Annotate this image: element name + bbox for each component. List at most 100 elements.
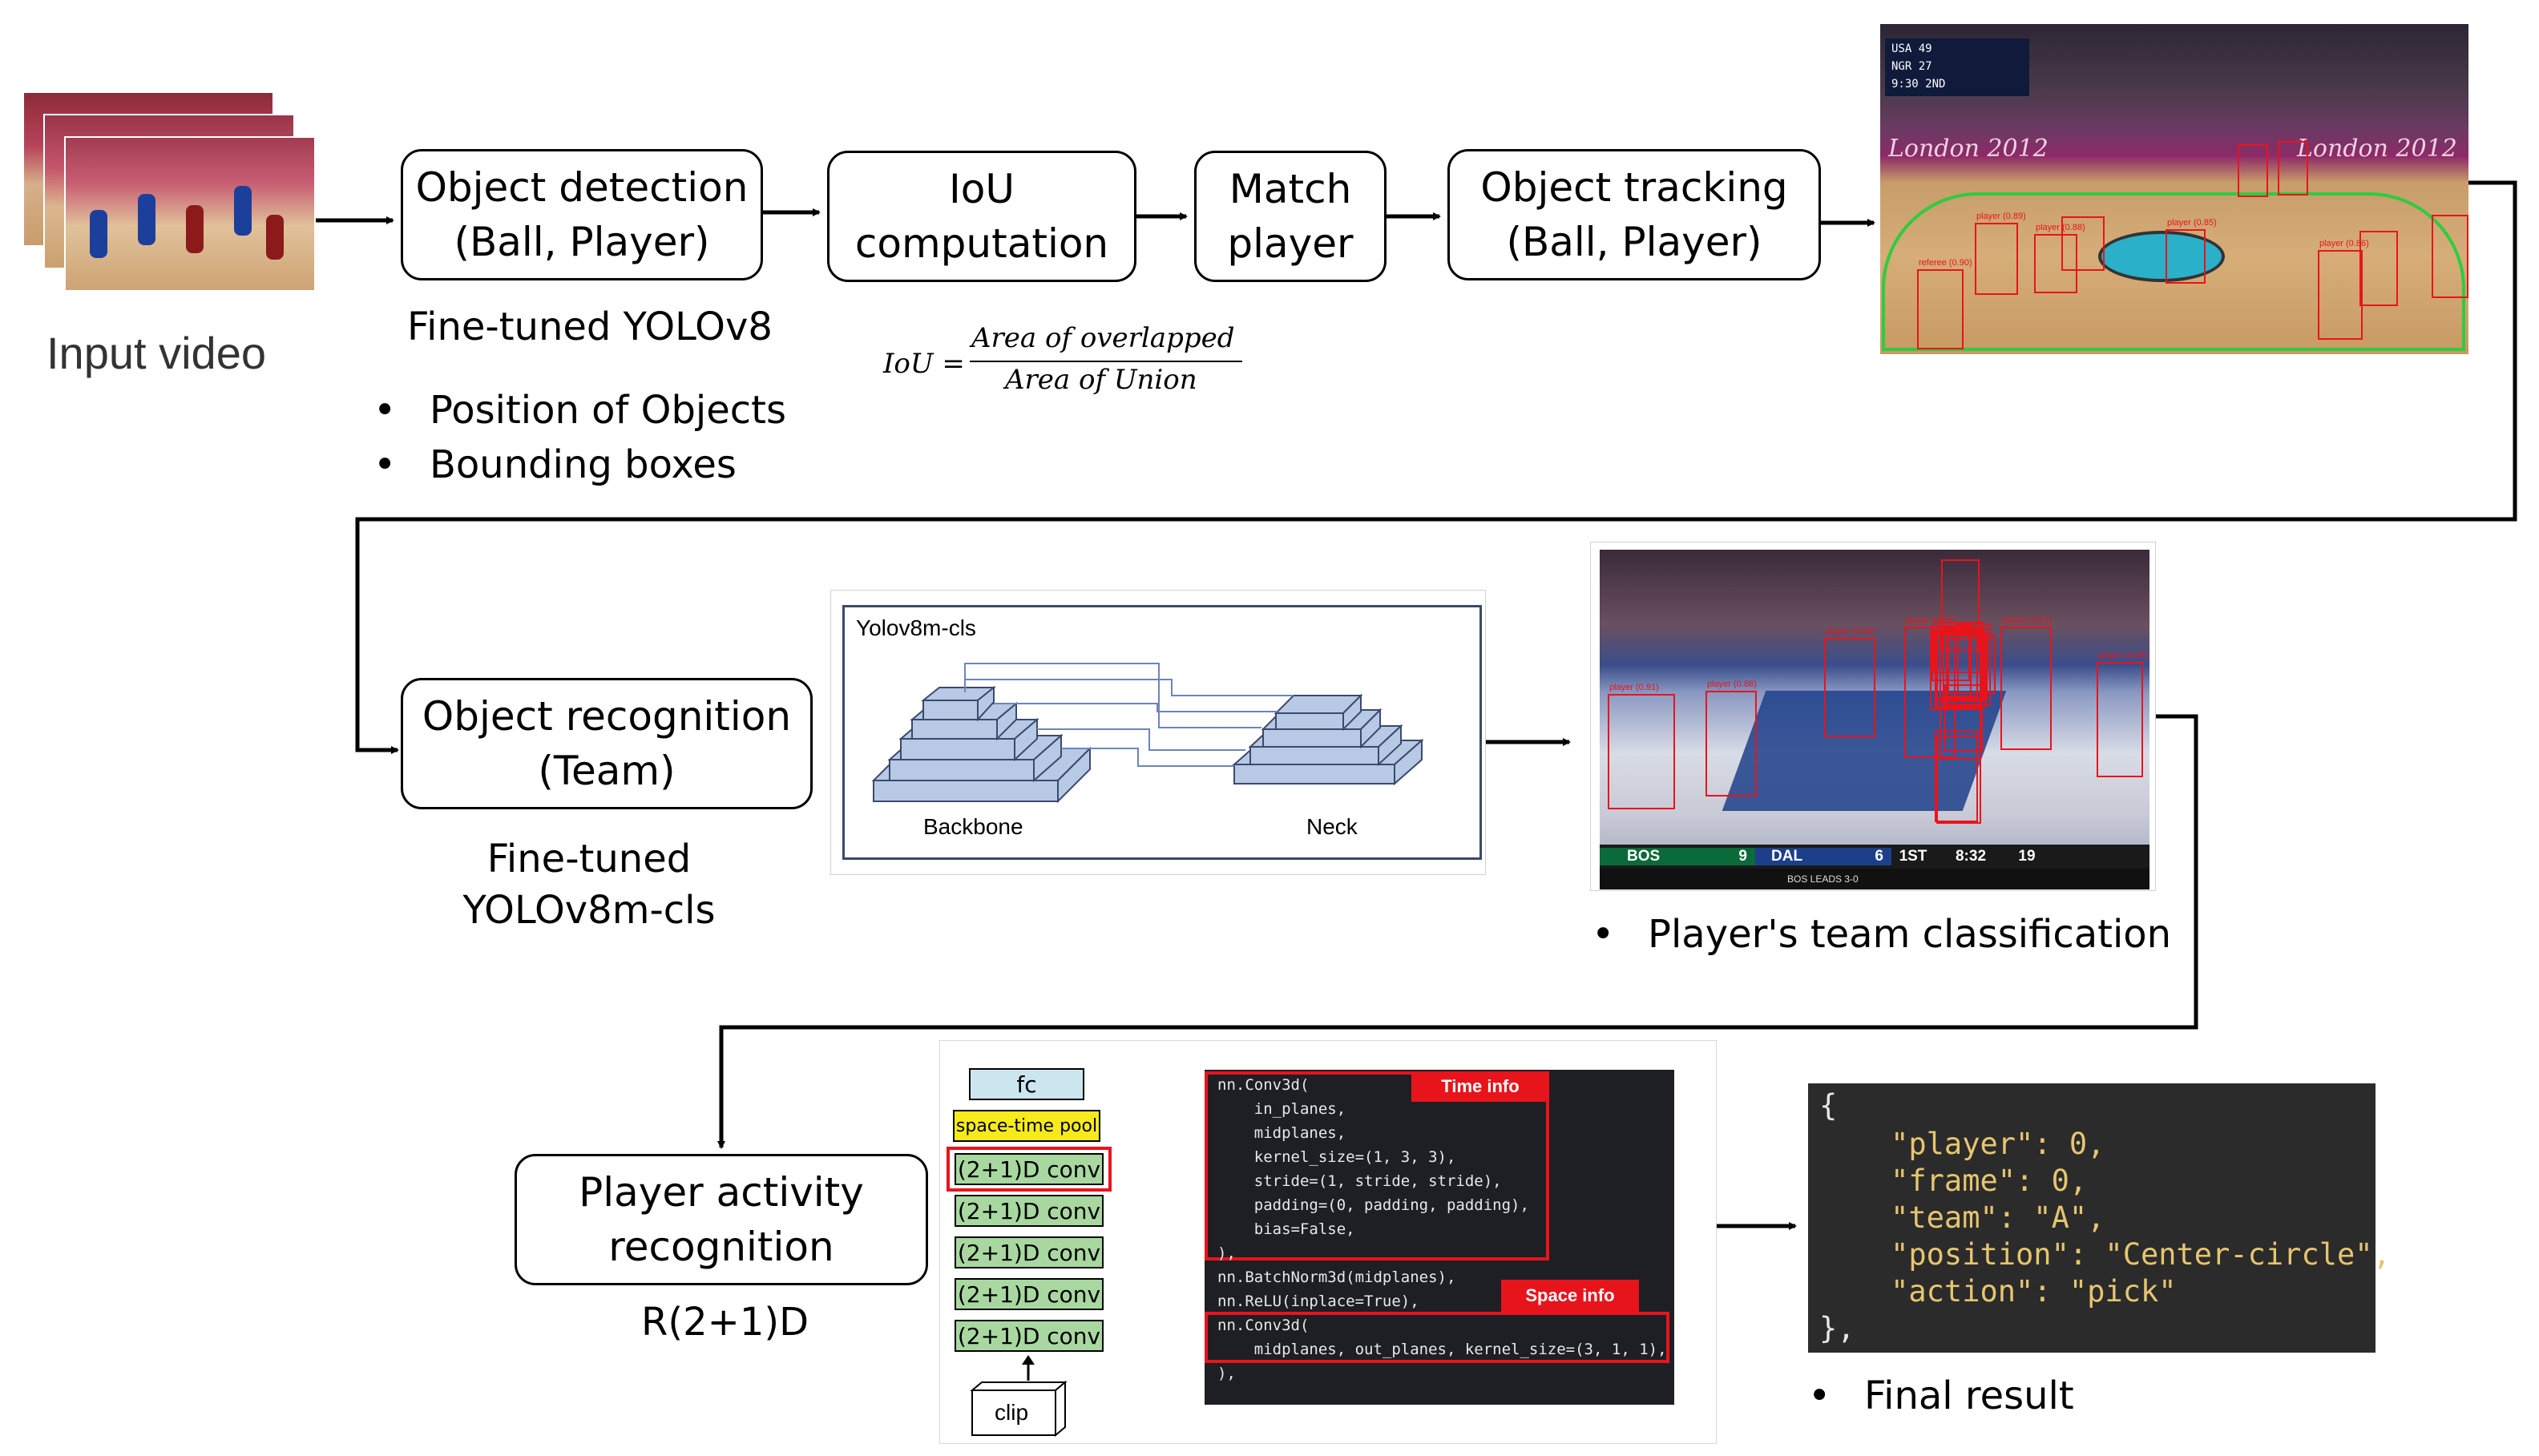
yolo-neck-label: Neck <box>1306 814 1358 839</box>
code-line-7: bias=False, <box>1217 1220 1355 1238</box>
json-line-6: "action": "pick" <box>1819 1274 2177 1309</box>
det-box-4 <box>2061 216 2105 271</box>
yolo-diagram-frame: Yolov8m-cls Backbo <box>842 605 1482 860</box>
code-line-6: padding=(0, padding, padding), <box>1217 1196 1529 1214</box>
scoreboard-overlay: USA 49 NGR 27 9:30 2ND <box>1885 38 2029 96</box>
team-det-label-3: player (0.86) <box>1826 627 1875 636</box>
team-det-1: player (0.91) <box>1608 683 1675 809</box>
team-score-dal-pts: 6 <box>1835 848 1891 865</box>
scoreboard-line-1: USA 49 <box>1891 42 1932 55</box>
input-video-frames <box>22 91 316 292</box>
arena-banner-2: London 2012 <box>2297 135 2457 163</box>
team-det-2: player (0.88) <box>1705 680 1757 797</box>
r21d-fc-block: fc <box>969 1068 1084 1100</box>
scoreboard-line-3: 9:30 2ND <box>1891 78 1946 91</box>
tracking-result-frame: USA 49 NGR 27 9:30 2ND London 2012 Londo… <box>1880 24 2468 354</box>
team-score-shot: 19 <box>2018 848 2036 865</box>
team-score-clock: 8:32 <box>1955 848 1987 865</box>
json-line-1: { <box>1819 1088 1838 1123</box>
team-bullet-text: Player's team classification <box>1648 912 2172 957</box>
code-line-4: kernel_size=(1, 3, 3), <box>1217 1148 1456 1166</box>
team-det-25: player (0.85) <box>2097 651 2148 777</box>
team-score-period: 1ST <box>1899 848 1927 865</box>
scoreboard-line-2: NGR 27 <box>1891 60 1932 73</box>
det-label-1: referee (0.90) <box>1919 258 1972 268</box>
backbone-stack <box>871 685 1092 804</box>
code-snippet: Time info Space info nn.Conv3d( in_plane… <box>1205 1070 1674 1405</box>
time-info-tag: Time info <box>1411 1071 1549 1102</box>
object-recognition-box[interactable]: Object recognition (Team) <box>401 678 813 809</box>
center-circle-logo <box>2098 231 2225 282</box>
detection-bullet-2-text: Bounding boxes <box>430 442 737 487</box>
iou-formula-bar <box>970 361 1242 362</box>
arena-banner: London 2012 <box>1888 135 2049 163</box>
time-info-box <box>1205 1071 1549 1260</box>
team-det-label-5: player (0.87) <box>2002 615 2052 625</box>
yolo-diagram-outer: Yolov8m-cls Backbo <box>830 590 1486 875</box>
final-result-bullet: •Final result <box>1808 1373 2074 1418</box>
skip-connections <box>964 663 1294 767</box>
yolo-backbone-label: Backbone <box>923 814 1023 839</box>
r21d-conv-5[interactable]: (2+1)D conv <box>955 1320 1104 1352</box>
activity-caption: R(2+1)D <box>641 1300 809 1345</box>
input-video-label: Input video <box>46 328 266 378</box>
team-det-5 <box>1936 736 1981 824</box>
det-box-8 <box>2238 144 2268 197</box>
r21d-conv-3[interactable]: (2+1)D conv <box>955 1236 1104 1268</box>
r21d-clip-svg <box>970 1355 1068 1438</box>
team-det-15: player (0.87) <box>2000 615 2052 750</box>
code-line-1: nn.Conv3d( <box>1217 1076 1310 1094</box>
final-result-json: { "player": 0, "frame": 0, "team": "A", … <box>1808 1083 2391 1353</box>
player-activity-box[interactable]: Player activity recognition <box>515 1154 928 1285</box>
team-det-8 <box>1944 684 1983 752</box>
neck-stack <box>1232 693 1424 786</box>
object-detection-box[interactable]: Object detection (Ball, Player) <box>401 149 763 280</box>
team-det-label-6: player (0.85) <box>2098 651 2148 660</box>
det-label-6: player (0.86) <box>2319 239 2369 248</box>
r21d-clip-label: clip <box>995 1400 1029 1425</box>
r21d-conv-1[interactable]: (2+1)D conv <box>955 1153 1104 1185</box>
det-box-7 <box>2359 231 2398 306</box>
team-scoreboard: BOS 9 DAL 6 1ST 8:32 19 <box>1600 845 2149 869</box>
team-ticker-text: BOS LEADS 3-0 <box>1787 873 1859 885</box>
code-line-13: ), <box>1217 1365 1236 1382</box>
iou-formula: IoU = Area of overlapped Area of Union <box>883 322 1252 402</box>
det-box-10 <box>2432 215 2468 298</box>
r21d-conv-2[interactable]: (2+1)D conv <box>955 1195 1104 1227</box>
space-info-tag: Space info <box>1501 1280 1639 1312</box>
team-classification-frame: player (0.91) player (0.88) player (0.86… <box>1600 550 2149 889</box>
r21d-pool-block: space-time pool <box>953 1110 1100 1142</box>
json-line-7: }, <box>1819 1311 1855 1345</box>
team-det-17 <box>1933 622 1984 673</box>
detection-bullet-1-text: Position of Objects <box>430 388 787 433</box>
code-line-10: nn.ReLU(inplace=True), <box>1217 1293 1419 1310</box>
iou-formula-lhs: IoU = <box>883 348 965 380</box>
team-ticker: BOS LEADS 3-0 <box>1600 869 2149 889</box>
json-line-3: "frame": 0, <box>1819 1164 2088 1198</box>
team-det-24 <box>1936 633 1986 708</box>
det-box-2: player (0.89) <box>1975 212 2026 295</box>
json-line-2: "player": 0, <box>1819 1127 2105 1161</box>
det-label-5: player (0.85) <box>2167 218 2217 228</box>
court-boundary <box>1882 192 2465 351</box>
detection-bullet-2: •Bounding boxes <box>373 442 737 487</box>
team-det-label-1: player (0.91) <box>1609 683 1659 692</box>
code-line-8: ), <box>1217 1244 1236 1262</box>
r21d-conv-4[interactable]: (2+1)D conv <box>955 1278 1104 1310</box>
json-line-4: "team": "A", <box>1819 1200 2105 1235</box>
det-box-5: player (0.85) <box>2166 218 2217 284</box>
iou-formula-numerator: Area of overlapped <box>971 322 1235 354</box>
space-info-box <box>1205 1312 1669 1363</box>
code-line-2: in_planes, <box>1217 1100 1346 1118</box>
team-score-bos: BOS <box>1600 848 1691 865</box>
det-box-6: player (0.86) <box>2318 239 2369 340</box>
detection-caption: Fine-tuned YOLOv8 <box>407 305 773 349</box>
iou-computation-box[interactable]: IoU computation <box>827 151 1136 282</box>
recognition-caption: Fine-tuned YOLOv8m-cls <box>462 837 716 933</box>
code-line-3: midplanes, <box>1217 1124 1346 1142</box>
team-score-bos-pts: 9 <box>1691 848 1755 865</box>
code-line-9: nn.BatchNorm3d(midplanes), <box>1217 1268 1456 1286</box>
r21d-panel: fc space-time pool (2+1)D conv (2+1)D co… <box>939 1040 1717 1444</box>
object-tracking-box[interactable]: Object tracking (Ball, Player) <box>1447 149 1821 280</box>
match-player-box[interactable]: Match player <box>1194 151 1387 282</box>
